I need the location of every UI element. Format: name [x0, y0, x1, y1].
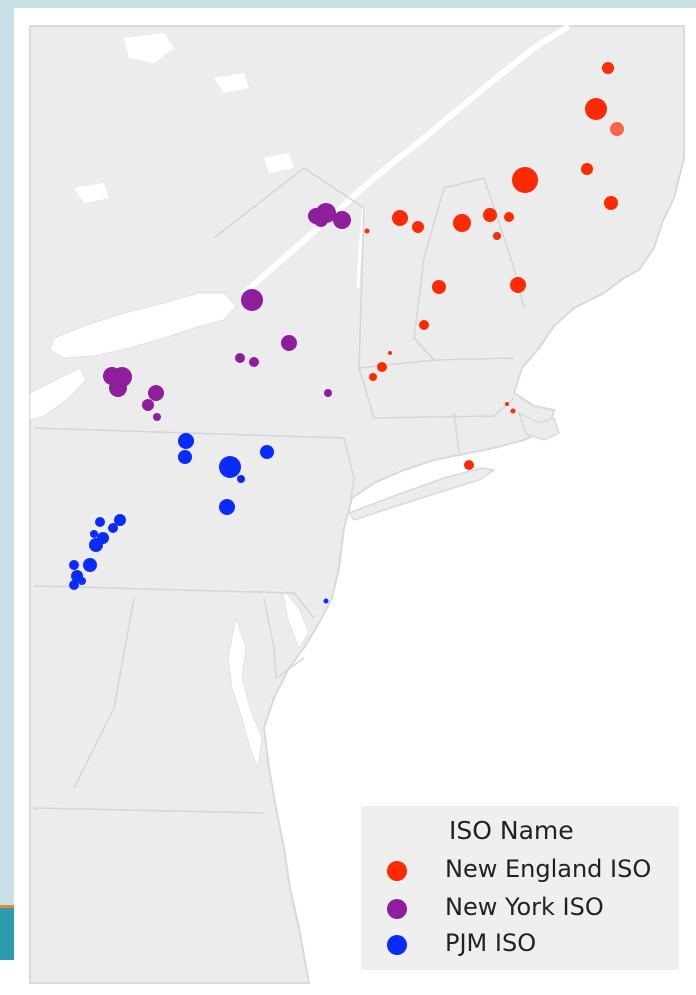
- legend-marker: [387, 935, 407, 955]
- new-york-points: [103, 203, 351, 421]
- map-point: [108, 523, 118, 533]
- map-point: [148, 385, 164, 401]
- legend-label: PJM ISO: [445, 929, 537, 957]
- map-point: [505, 402, 509, 406]
- map-point: [142, 399, 154, 411]
- map-point: [493, 232, 501, 240]
- slide-frame-left: [0, 0, 14, 960]
- map-point: [369, 373, 377, 381]
- map-point: [178, 450, 192, 464]
- map-point: [95, 517, 105, 527]
- map-point: [241, 289, 263, 311]
- land-mass: [29, 25, 685, 984]
- st-lawrence-river: [242, 23, 571, 296]
- map-point: [585, 98, 607, 120]
- map-point: [510, 408, 516, 414]
- map-point: [323, 598, 329, 604]
- map-point: [281, 335, 297, 351]
- map-point: [114, 514, 126, 526]
- map-point: [504, 212, 514, 222]
- map-point: [510, 277, 526, 293]
- lake-erie: [29, 367, 87, 421]
- map-point: [412, 221, 424, 233]
- map-point: [512, 167, 538, 193]
- map-point: [178, 433, 194, 449]
- map-point: [388, 351, 392, 355]
- slide-accent-bar: [0, 905, 14, 960]
- map-point: [89, 538, 103, 552]
- legend-label: New York ISO: [445, 893, 604, 921]
- map-point: [483, 208, 497, 222]
- map-point: [249, 357, 259, 367]
- map-panel: ISO Name New England ISO New York ISO PJ…: [14, 8, 694, 993]
- slide-frame-top: [0, 0, 696, 8]
- long-island: [347, 467, 496, 521]
- legend-item-new-england: New England ISO: [361, 852, 679, 888]
- map-point: [90, 530, 98, 538]
- map-point: [419, 320, 429, 330]
- map-point: [324, 389, 332, 397]
- state-borders: [33, 167, 525, 814]
- slide-accent-line: [0, 905, 14, 908]
- map-point: [453, 214, 471, 232]
- chesapeake-bay: [227, 616, 263, 770]
- cape-cod: [517, 411, 560, 441]
- delaware-bay: [281, 586, 310, 650]
- legend-item-pjm: PJM ISO: [361, 926, 679, 962]
- legend-label: New England ISO: [445, 855, 652, 883]
- legend-title: ISO Name: [449, 816, 574, 845]
- map-point: [392, 210, 408, 226]
- map-point: [581, 163, 593, 175]
- pjm-points: [69, 433, 329, 604]
- map-point: [610, 122, 624, 136]
- map-point: [333, 211, 351, 229]
- map-point: [153, 413, 161, 421]
- map-point: [464, 460, 474, 470]
- map-point: [219, 456, 241, 478]
- map-point: [109, 379, 127, 397]
- legend-marker: [387, 899, 407, 919]
- map-point: [69, 560, 79, 570]
- lakes-canada: [74, 33, 294, 203]
- lake-ontario: [49, 292, 237, 359]
- legend-item-new-york: New York ISO: [361, 890, 679, 926]
- map-point: [364, 228, 370, 234]
- map-point: [235, 353, 245, 363]
- map-point: [260, 445, 274, 459]
- map-legend: ISO Name New England ISO New York ISO PJ…: [361, 806, 679, 970]
- map-point: [78, 577, 86, 585]
- map-point: [83, 558, 97, 572]
- map-point: [604, 196, 618, 210]
- map-point: [219, 499, 235, 515]
- map-point: [602, 62, 614, 74]
- legend-marker: [387, 861, 407, 881]
- lake-champlain: [356, 207, 366, 289]
- map-point: [237, 475, 245, 483]
- northeast-map: [29, 23, 685, 984]
- map-point: [69, 580, 79, 590]
- new-england-points: [364, 62, 624, 470]
- map-point: [314, 213, 328, 227]
- map-point: [432, 280, 446, 294]
- map-point: [377, 362, 387, 372]
